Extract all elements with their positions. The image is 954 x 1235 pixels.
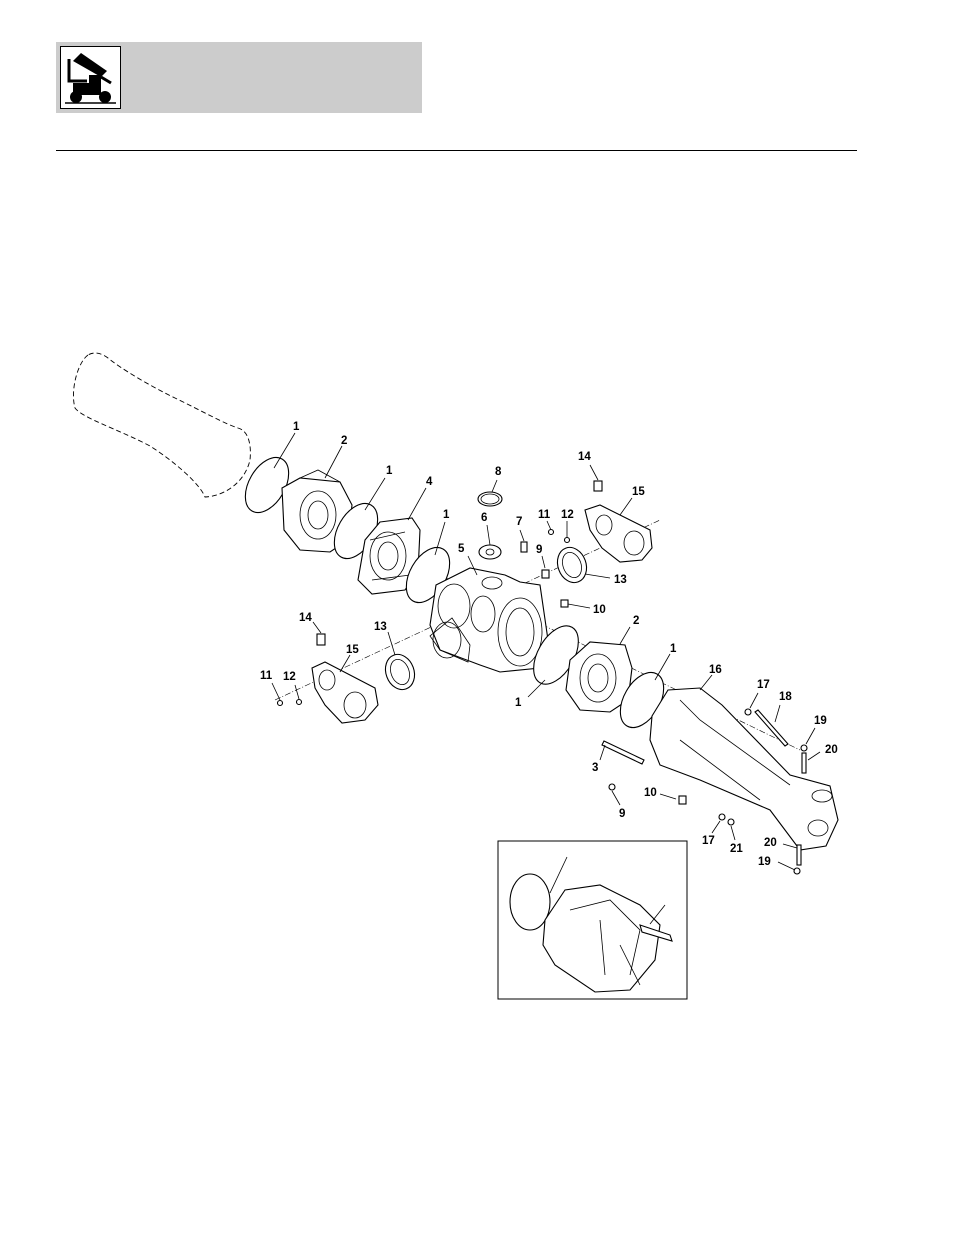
- plug-10-upper: [561, 600, 568, 607]
- washer-17-lower: [719, 814, 725, 820]
- bolt-20-upper: [802, 753, 806, 773]
- callout-label: 1: [386, 465, 393, 477]
- washer-17-upper: [745, 709, 751, 715]
- callout-label: 2: [341, 435, 347, 447]
- callout-label: 12: [283, 671, 296, 683]
- callout-label: 1: [515, 697, 522, 709]
- callout-label: 4: [426, 476, 433, 488]
- callout-label: 6: [481, 512, 487, 524]
- bushing-13-upper: [553, 543, 592, 586]
- axle-arm-housing-16: [650, 688, 838, 850]
- callout-label: 2: [633, 615, 639, 627]
- bracket-15-upper: [585, 505, 652, 562]
- callout-label: 13: [614, 574, 627, 586]
- callout-label: 14: [299, 612, 312, 624]
- callout-label: 19: [814, 715, 827, 727]
- callout-label: 7: [516, 516, 522, 528]
- differential-housing-5: [430, 568, 548, 672]
- callout-label: 11: [260, 670, 273, 682]
- callout-label: 11: [538, 509, 551, 521]
- pin-14-upper: [594, 481, 602, 491]
- callout-label: 10: [644, 787, 657, 799]
- plug-9-upper: [542, 570, 549, 578]
- fitting-7: [521, 542, 527, 552]
- washer-12-upper: [565, 538, 570, 543]
- screw-11-lower: [278, 701, 283, 706]
- washer-12-lower: [297, 700, 302, 705]
- screw-11-upper: [549, 530, 554, 535]
- callout-label: 9: [619, 808, 625, 820]
- cover-disc-6: [479, 545, 501, 559]
- callout-label: 15: [346, 644, 359, 656]
- callout-label: 20: [764, 837, 777, 849]
- callout-label: 1: [443, 509, 450, 521]
- pin-14-lower: [317, 634, 325, 645]
- callout-label: 12: [561, 509, 574, 521]
- nut-19-upper: [801, 745, 807, 751]
- stud-18: [755, 710, 788, 746]
- inset-detail: [498, 841, 687, 999]
- plug-9-lower: [609, 784, 615, 790]
- plug-10-lower: [679, 796, 686, 804]
- callout-label: 1: [670, 643, 677, 655]
- bracket-15-lower: [312, 662, 378, 723]
- callout-label: 9: [536, 544, 542, 556]
- callout-label: 14: [578, 451, 591, 463]
- shaft-3: [602, 741, 644, 764]
- callout-label: 3: [592, 762, 598, 774]
- callout-label: 21: [730, 843, 743, 855]
- nut-19-lower: [794, 868, 800, 874]
- callout-label: 8: [495, 466, 502, 478]
- callout-label: 10: [593, 604, 606, 616]
- callout-label: 19: [758, 856, 771, 868]
- phantom-tire-outline: [73, 353, 250, 497]
- bushing-13-lower: [381, 650, 420, 693]
- callout-label: 1: [293, 421, 300, 433]
- callout-label: 20: [825, 744, 838, 756]
- callout-label: 13: [374, 621, 387, 633]
- callout-label: 17: [702, 835, 715, 847]
- callout-label: 16: [709, 664, 722, 676]
- bolt-20-lower: [797, 845, 801, 865]
- callout-label: 17: [757, 679, 770, 691]
- callout-label: 5: [458, 543, 465, 555]
- nut-21: [728, 819, 734, 825]
- callout-label: 18: [779, 691, 792, 703]
- callout-label: 15: [632, 486, 645, 498]
